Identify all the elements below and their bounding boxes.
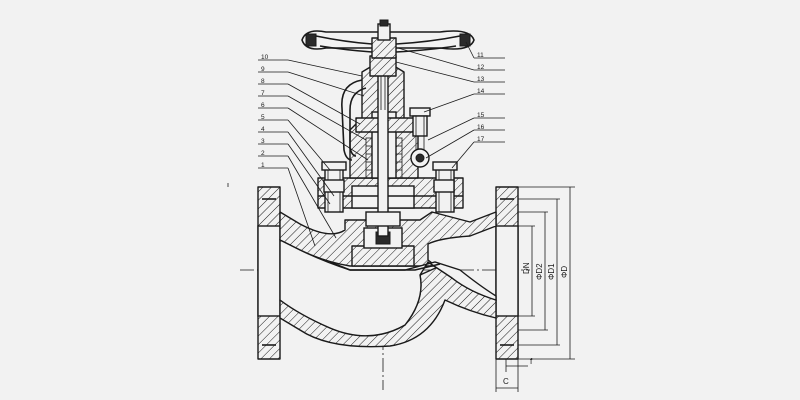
part-labels-right: 11 12 13 14 15 16 17	[477, 52, 485, 143]
part-label-17: 17	[477, 136, 485, 143]
flange-bolt-right	[432, 161, 458, 213]
yoke-arm-inner	[349, 87, 367, 157]
part-label-5: 5	[261, 114, 265, 121]
valve-disc	[351, 245, 415, 267]
part-label-9: 9	[261, 66, 265, 73]
right-flange	[495, 186, 519, 360]
part-label-1: 1	[261, 162, 265, 169]
part-label-8: 8	[261, 78, 265, 85]
part-label-7: 7	[261, 90, 265, 97]
part-label-13: 13	[477, 76, 485, 83]
part-label-10: 10	[261, 54, 269, 61]
flange-bolt-left	[321, 161, 347, 213]
dim-d1: ΦD1	[547, 263, 556, 280]
left-flange	[257, 186, 281, 360]
part-label-4: 4	[261, 126, 265, 133]
dim-d2: ΦD2	[535, 263, 544, 280]
part-label-11: 11	[477, 52, 484, 59]
part-labels-left: 10 9 8 7 6 5 4 3 2 1	[261, 54, 269, 169]
part-label-12: 12	[477, 64, 485, 71]
packing-rings	[365, 137, 403, 179]
leader-lines-right	[395, 41, 505, 169]
part-label-14: 14	[477, 88, 485, 95]
stem-nut	[369, 55, 397, 77]
dimension-lines	[495, 186, 575, 392]
handwheel	[301, 19, 475, 59]
part-label-16: 16	[477, 124, 485, 131]
dim-f: f	[530, 357, 533, 366]
leader-lines-left	[258, 59, 369, 247]
seat-line	[329, 261, 441, 271]
dim-dn: DN	[522, 262, 531, 274]
gland-eyebolt	[409, 107, 431, 168]
dim-c: C	[503, 377, 509, 386]
yoke-arm-outer	[341, 79, 363, 161]
part-label-15: 15	[477, 112, 485, 119]
dim-d: ΦD	[560, 266, 569, 278]
part-label-6: 6	[261, 102, 265, 109]
part-label-2: 2	[261, 150, 265, 157]
part-label-3: 3	[261, 138, 265, 145]
stem-collar	[365, 211, 401, 227]
